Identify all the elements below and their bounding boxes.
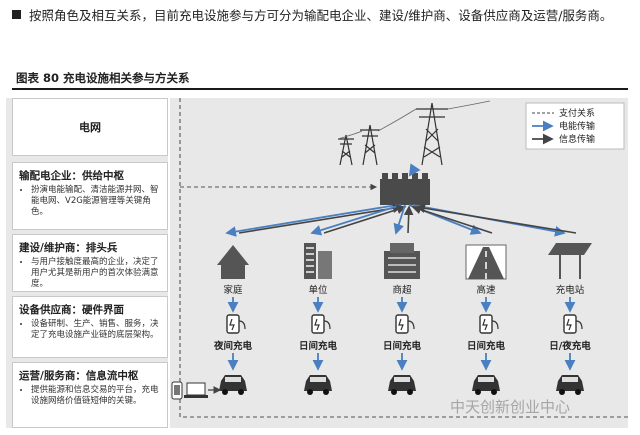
info-arrow bbox=[415, 203, 577, 234]
mall-icon bbox=[384, 243, 420, 279]
panel-construction-bullet: 与用户接触度最高的企业，决定了用户尤其是新用户的首次体验满意度。 bbox=[31, 257, 161, 290]
square-bullet-icon bbox=[12, 10, 21, 19]
power-arrow bbox=[225, 204, 398, 237]
panel-equipment-bullet: 设备研制、生产、销售、服务，决定了充电设施产业链的底层架构。 bbox=[31, 319, 161, 341]
office-icon bbox=[304, 243, 332, 279]
charger-icon bbox=[479, 314, 499, 334]
panel-distribution-bullet: 扮演电能输配、清洁能源并网、智能电网、V2G能源管理等关键角色。 bbox=[31, 185, 161, 218]
charger-icon bbox=[395, 314, 415, 334]
house-icon bbox=[217, 245, 249, 279]
power-arrow bbox=[310, 204, 402, 236]
figure-title: 图表 80 充电设施相关参与方关系 bbox=[16, 71, 190, 85]
car-icon bbox=[304, 375, 332, 395]
site-label: 商超 bbox=[392, 284, 412, 296]
tower-icon-medium bbox=[360, 124, 380, 166]
charge-time-label: 日间充电 bbox=[299, 340, 338, 352]
power-tower-icons bbox=[337, 100, 491, 166]
tower-icon-large bbox=[416, 102, 448, 166]
laptop-icon bbox=[184, 382, 208, 398]
panel-operator-bullet: 提供能源和信息交易的平台，充电设施网络价值链短伸的关键。 bbox=[31, 385, 161, 407]
legend-payment: 支付关系 bbox=[559, 107, 595, 119]
intro-paragraph: 按照角色及相互关系，目前充电设施参与方可分为输配电企业、建设/维护商、设备供应商… bbox=[12, 6, 628, 25]
grid-to-substation-arrow bbox=[408, 163, 421, 177]
charge-time-label: 夜间充电 bbox=[213, 340, 253, 352]
hub-arrows bbox=[225, 203, 577, 237]
legend-info: 信息传输 bbox=[559, 133, 595, 145]
info-arrow bbox=[403, 205, 414, 234]
intro-text: 按照角色及相互关系，目前充电设施参与方可分为输配电企业、建设/维护商、设备供应商… bbox=[29, 8, 613, 23]
figure-rule bbox=[12, 88, 628, 90]
car-icon bbox=[219, 375, 247, 395]
panel-distribution: 输配电企业：供给中枢 扮演电能输配、清洁能源并网、智能电网、V2G能源管理等关键… bbox=[12, 162, 168, 230]
charge-time-label: 日/夜充电 bbox=[549, 340, 591, 352]
car-icon bbox=[388, 375, 416, 395]
legend: 支付关系 电能传输 信息传输 bbox=[525, 102, 625, 150]
panel-construction: 建设/维护商：排头兵 与用户接触度最高的企业，决定了用户尤其是新用户的首次体验满… bbox=[12, 234, 168, 292]
panel-distribution-title: 输配电企业：供给中枢 bbox=[19, 170, 124, 182]
legend-power: 电能传输 bbox=[559, 120, 595, 132]
panel-construction-title: 建设/维护商：排头兵 bbox=[19, 242, 118, 254]
info-arrow bbox=[238, 203, 403, 234]
watermark: 中天创新创业中心 bbox=[450, 398, 571, 416]
charge-time-label: 日间充电 bbox=[383, 340, 422, 352]
highway-icon bbox=[465, 244, 507, 280]
panel-equipment: 设备供应商：硬件界面 设备研制、生产、销售、服务，决定了充电设施产业链的底层架构… bbox=[12, 296, 168, 358]
phone-icon bbox=[171, 381, 183, 400]
station-icon bbox=[548, 243, 592, 279]
substation-icon bbox=[380, 173, 430, 205]
power-arrow bbox=[393, 204, 406, 235]
charger-icon bbox=[226, 314, 246, 334]
panel-grid-title: 电网 bbox=[79, 121, 101, 134]
charger-icon bbox=[311, 314, 331, 334]
relationship-diagram: 支付关系 电能传输 信息传输 家庭夜间充电单位日间充电商超日间充电高速日间充电充… bbox=[170, 98, 630, 428]
car-icon bbox=[472, 375, 500, 395]
payment-loop-line bbox=[179, 98, 630, 418]
info-arrow bbox=[411, 204, 493, 234]
panel-equipment-title: 设备供应商：硬件界面 bbox=[19, 304, 124, 316]
panel-operator: 运营/服务商：信息流中枢 提供能源和信息交易的平台，充电设施网络价值链短伸的关键… bbox=[12, 362, 168, 428]
panel-operator-title: 运营/服务商：信息流中枢 bbox=[19, 370, 139, 382]
charger-icon bbox=[563, 314, 583, 334]
site-label: 高速 bbox=[476, 284, 496, 296]
car-icon bbox=[556, 375, 584, 395]
info-arrow bbox=[323, 204, 407, 234]
site-label: 单位 bbox=[308, 284, 328, 296]
site-label: 家庭 bbox=[223, 284, 243, 296]
tower-icon-small bbox=[338, 134, 354, 166]
panel-grid: 电网 bbox=[12, 98, 168, 156]
charge-time-label: 日间充电 bbox=[467, 340, 506, 352]
site-label: 充电站 bbox=[556, 284, 585, 296]
